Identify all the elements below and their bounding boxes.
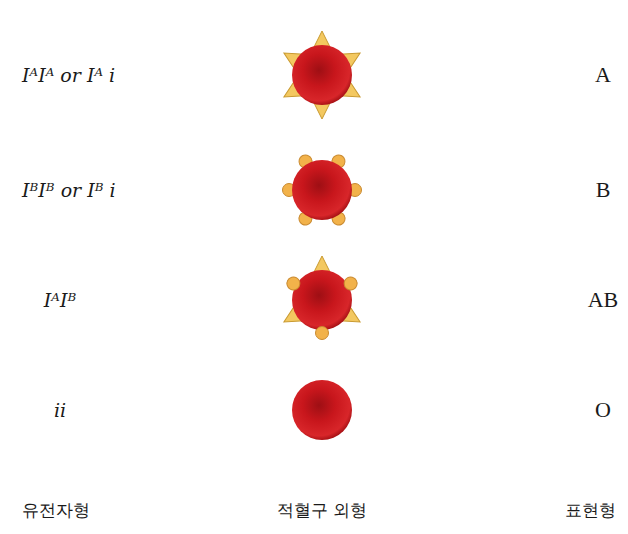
column-heading: 유전자형	[22, 499, 90, 522]
column-heading: 표현형	[565, 499, 616, 522]
phenotype: B	[596, 177, 611, 203]
genotype: IᴬIᴬ or Iᴬ i	[22, 64, 115, 86]
genotype: ii	[54, 399, 66, 421]
genotype: IᴮIᴮ or Iᴮ i	[22, 179, 116, 201]
genotype: IᴬIᴮ	[44, 289, 76, 311]
cell-ab	[279, 256, 364, 340]
phenotype: AB	[588, 287, 619, 313]
cell-o	[292, 380, 352, 440]
phenotype: O	[595, 397, 611, 423]
phenotype: A	[595, 62, 611, 88]
cell-b	[283, 153, 362, 228]
cell-a	[279, 31, 364, 119]
column-heading: 적혈구 외형	[277, 499, 367, 522]
